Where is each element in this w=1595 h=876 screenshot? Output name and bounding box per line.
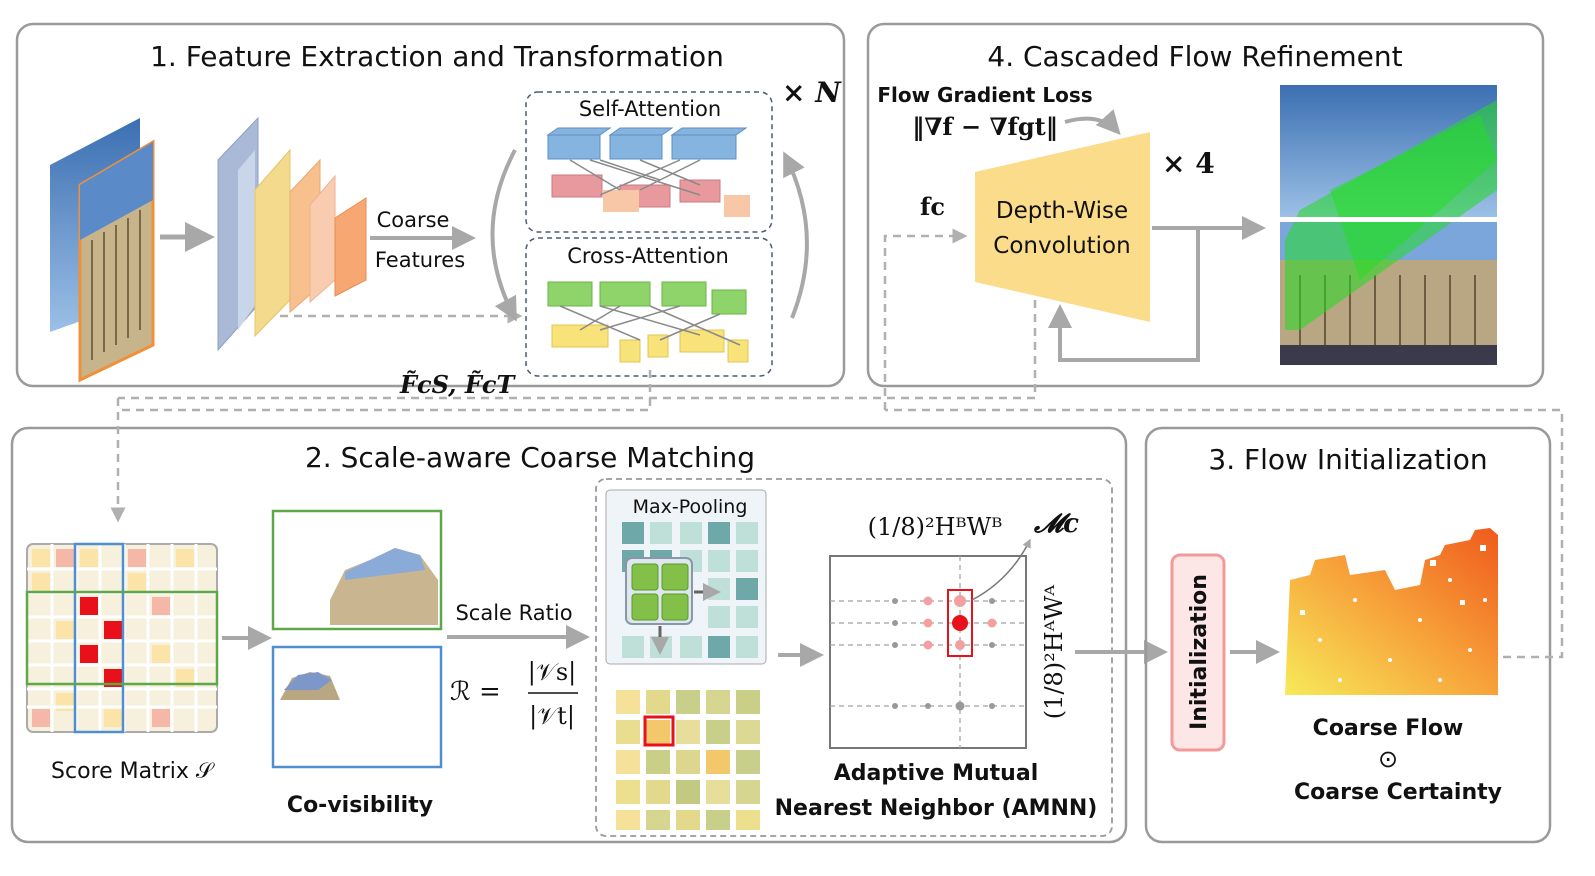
amnn-label-line1: Adaptive Mutual [834,761,1038,786]
self-attention-block [525,91,773,233]
fc-label: fc [920,192,945,221]
cross-attention-tokens [547,281,749,363]
covisibility-label: Co-visibility [287,793,433,818]
ratio-lhs: ℛ = [450,677,501,707]
covisibility-images [271,509,443,769]
scale-ratio-label: Scale Ratio [455,601,572,625]
features-label: Features [375,248,465,272]
depthwise-conv-block [975,132,1150,322]
panel-flow-initialization [1144,426,1552,844]
self-attention-label: Self-Attention [579,97,721,121]
refined-matches-image [1280,85,1497,365]
amnn-dashed-block [595,478,1113,837]
amnn-side-dimension: (1/8)²HᴬWᴬ [1040,584,1068,719]
ratio-numerator: |𝒱s| [528,658,576,687]
left-bracket-arrow [490,149,517,322]
coarse-label: Coarse [377,208,450,232]
panel-feature-extraction [15,22,846,388]
dwconv-line1: Depth-Wise [996,198,1128,224]
self-attention-tokens [546,127,750,217]
panel1-title: 1. Feature Extraction and Transformation [150,40,724,73]
max-pooling-label: Max-Pooling [633,496,748,518]
flow-gradient-loss-label: Flow Gradient Loss [877,83,1092,107]
panel2-title: 2. Scale-aware Coarse Matching [305,441,755,474]
cross-attention-label: Cross-Attention [567,244,729,268]
amnn-top-dimension: (1/8)²HᴮWᴮ [868,513,1003,541]
initialization-label: Initialization [1187,574,1212,730]
odot-symbol: ⊙ [1378,745,1398,773]
ratio-denominator: |𝒱t| [529,702,575,731]
feature-symbols: F̃cS, F̃cT [399,370,516,399]
coarse-flow-map [1285,528,1498,695]
flow-gradient-loss-formula: ‖∇f − ∇fgt‖ [912,112,1057,141]
times-4-label: × 4 [1162,147,1215,180]
initialization-block [1170,553,1226,752]
coarse-certainty-label: Coarse Certainty [1294,780,1502,805]
mc-label: 𝓜c [1033,509,1079,539]
loop-arrow [783,151,809,319]
input-image-pair [50,118,155,383]
dwconv-line2: Convolution [993,233,1130,259]
pooled-grid [616,690,760,830]
panel-coarse-matching [10,426,1128,844]
panel4-title: 4. Cascaded Flow Refinement [987,40,1402,73]
panel-flow-refinement [866,22,1545,388]
amnn-matrix [829,538,1031,749]
cross-attention-block [525,237,773,377]
score-matrix-label: Score Matrix 𝒮 [51,759,215,784]
coarse-flow-label: Coarse Flow [1313,716,1464,741]
panel3-title: 3. Flow Initialization [1208,443,1487,476]
times-n-label: × N [782,76,842,109]
amnn-label-line2: Nearest Neighbor (AMNN) [775,796,1098,821]
cnn-backbone [217,116,367,352]
score-matrix [25,542,219,734]
max-pooling-grid: Max-Pooling [605,489,767,665]
